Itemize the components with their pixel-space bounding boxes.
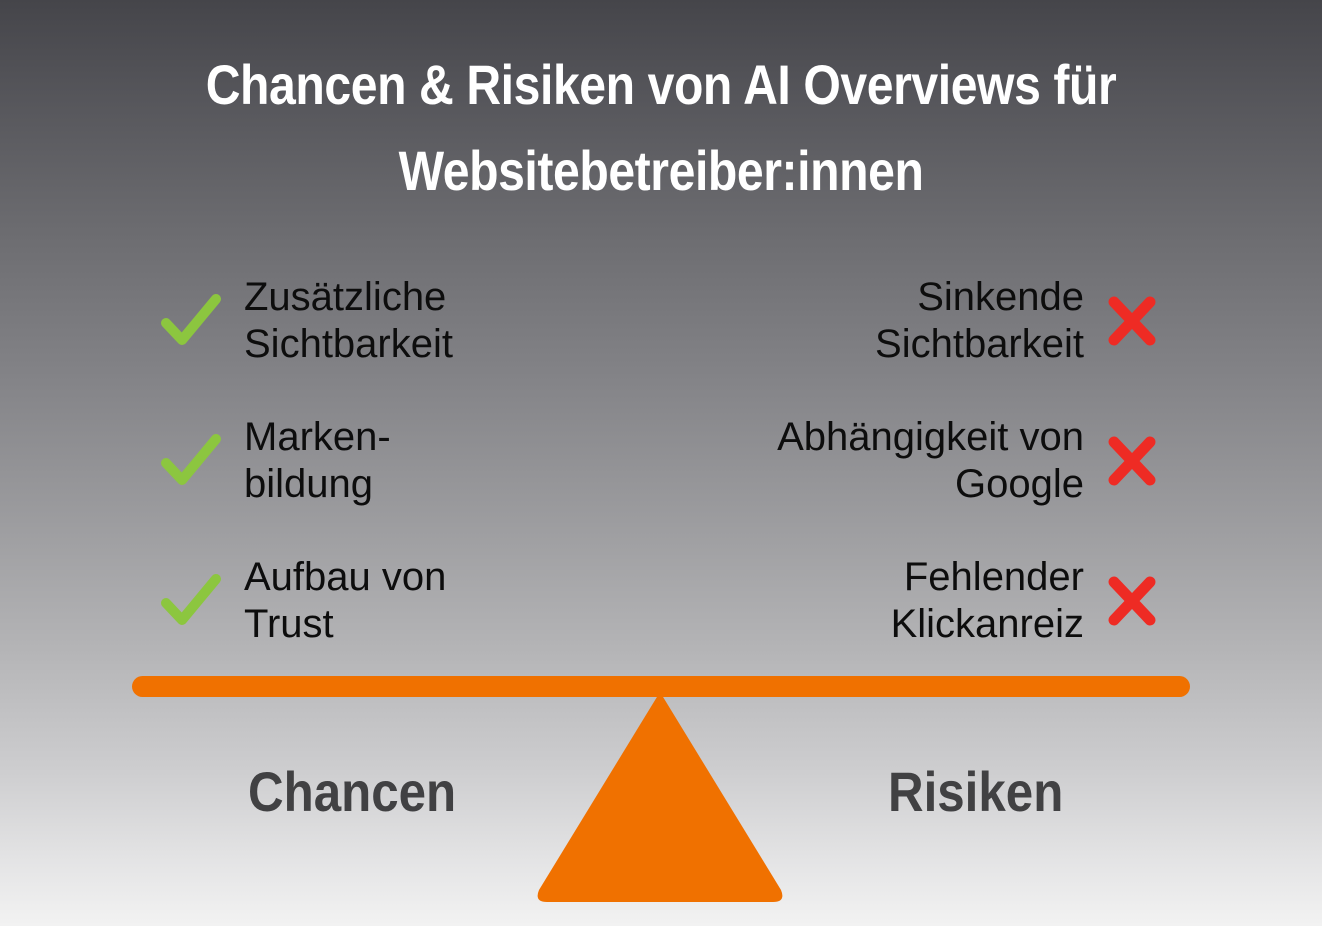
page-title: Chancen & Risiken von AI Overviews für W…: [0, 42, 1322, 214]
opportunity-item: Zusätzliche Sichtbarkeit: [160, 268, 640, 374]
check-icon: [160, 570, 222, 632]
balance-fulcrum-triangle: [530, 692, 790, 904]
comparison-items-layer: Zusätzliche Sichtbarkeit Marken- bildung…: [0, 258, 1322, 658]
page-title-line-1: Chancen & Risiken von AI Overviews für: [205, 53, 1117, 116]
risks-heading: Risiken: [888, 760, 1064, 823]
page-title-line-2: Websitebetreiber:innen: [398, 139, 924, 202]
risk-item: Abhängigkeit von Google: [680, 408, 1160, 514]
opportunity-item: Aufbau von Trust: [160, 548, 640, 654]
opportunity-label: Aufbau von Trust: [244, 555, 447, 646]
opportunities-heading: Chancen: [248, 760, 457, 823]
cross-icon: [1104, 293, 1160, 349]
risk-label: Sinkende Sichtbarkeit: [875, 275, 1084, 366]
opportunity-label: Marken- bildung: [244, 415, 391, 506]
balance-beam: [132, 676, 1190, 697]
risk-item: Sinkende Sichtbarkeit: [680, 268, 1160, 374]
risk-label: Fehlender Klickanreiz: [890, 555, 1084, 646]
opportunity-label: Zusätzliche Sichtbarkeit: [244, 275, 453, 366]
check-icon: [160, 290, 222, 352]
risk-label: Abhängigkeit von Google: [777, 415, 1084, 506]
cross-icon: [1104, 573, 1160, 629]
cross-icon: [1104, 433, 1160, 489]
opportunity-item: Marken- bildung: [160, 408, 640, 514]
risk-item: Fehlender Klickanreiz: [680, 548, 1160, 654]
check-icon: [160, 430, 222, 492]
